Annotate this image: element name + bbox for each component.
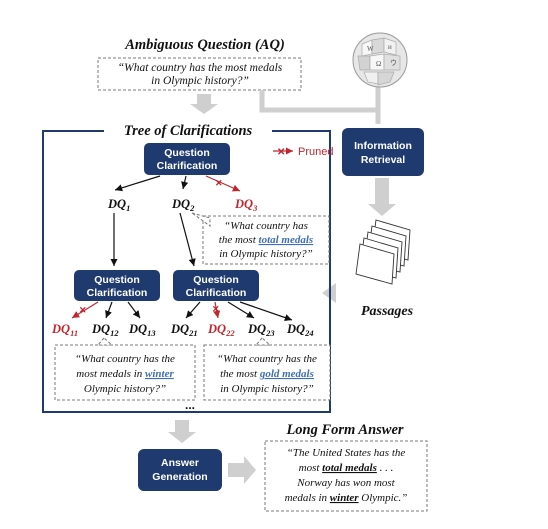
svg-text:Clarification: Clarification — [157, 160, 218, 172]
svg-text:“What country has the: “What country has the — [75, 353, 175, 365]
node-dq24: DQ24 — [286, 322, 314, 338]
pruned-mark-dq3: ✕ — [215, 178, 223, 188]
tree-title-bg — [104, 120, 272, 140]
svg-text:Olympic history?”: Olympic history?” — [84, 383, 166, 395]
svg-text:Answer: Answer — [161, 457, 199, 469]
edge-dq21 — [185, 301, 201, 319]
aq-text-line2: in Olympic history?” — [151, 75, 249, 87]
aq-box — [97, 57, 302, 91]
svg-text:“What country has: “What country has — [224, 220, 308, 232]
svg-text:Ω: Ω — [376, 60, 381, 68]
svg-text:Clarification: Clarification — [87, 287, 148, 299]
edge-dq2-qc — [179, 212, 196, 267]
tree-ellipsis: ... — [185, 398, 195, 412]
lfa-line1: “The United States has the — [287, 447, 406, 459]
svg-text:most medals in winter: most medals in winter — [76, 368, 174, 380]
lfa-box — [264, 440, 428, 512]
answer-to-lfa-arrow — [228, 456, 256, 484]
tree-to-answer-arrow — [168, 420, 196, 443]
retrieval-to-passages-arrow — [368, 178, 396, 216]
lfa-line4: medals in winter Olympic.” — [285, 492, 408, 504]
pruned-label: Pruned — [298, 146, 333, 158]
aq-to-tree-arrow — [190, 94, 218, 114]
callout-dq23: “What country has the the most gold meda… — [203, 337, 331, 401]
node-dq2: DQ2 — [171, 197, 195, 213]
node-dq23: DQ23 — [247, 322, 275, 338]
svg-text:in Olympic history?”: in Olympic history?” — [220, 383, 314, 395]
svg-text:“What country has the: “What country has the — [217, 353, 317, 365]
pruned-mark-dq11: ✕ — [79, 305, 87, 315]
pruned-mark-dq22: ✕ — [212, 304, 220, 314]
node-dq1: DQ1 — [107, 197, 130, 213]
question-clarification-dq2: Question Clarification — [173, 270, 259, 301]
node-dq3-pruned: DQ3 — [234, 197, 258, 213]
callout-dq2: “What country has the most total medals … — [191, 212, 330, 265]
svg-text:Question: Question — [164, 147, 210, 159]
aq-title: Ambiguous Question (AQ) — [124, 37, 285, 53]
passages-stack-icon — [355, 219, 411, 285]
svg-text:the most total medals: the most total medals — [219, 234, 313, 246]
svg-text:the most gold medals: the most gold medals — [220, 368, 314, 380]
svg-text:in Olympic history?”: in Olympic history?” — [219, 248, 313, 260]
node-dq11-pruned: DQ11 — [51, 322, 78, 338]
information-retrieval-box: Information Retrieval — [342, 128, 424, 176]
svg-text:Generation: Generation — [152, 471, 207, 483]
edge-dq13 — [127, 301, 141, 319]
edge-dq22-pruned — [213, 301, 221, 319]
edge-root-dq2 — [181, 175, 189, 190]
edge-dq12 — [105, 301, 113, 319]
callout-dq12: “What country has the most medals in win… — [54, 337, 196, 401]
node-dq22-pruned: DQ22 — [207, 322, 235, 338]
svg-text:и: и — [388, 43, 392, 51]
lfa-title: Long Form Answer — [285, 422, 403, 438]
svg-text:ウ: ウ — [390, 59, 397, 67]
passages-label: Passages — [361, 304, 414, 319]
edge-dq24 — [239, 301, 293, 322]
svg-text:W: W — [367, 45, 374, 53]
svg-text:Question: Question — [193, 274, 239, 286]
node-dq13: DQ13 — [128, 322, 156, 338]
svg-text:Clarification: Clarification — [186, 287, 247, 299]
information-retrieval-label-1: Information — [354, 140, 412, 152]
edge-dq23 — [227, 301, 255, 319]
aq-text-line1: “What country has the most medals — [118, 62, 283, 74]
question-clarification-root: Question Clarification — [144, 143, 230, 175]
lfa-line3: Norway has won most — [296, 477, 395, 489]
pruned-legend: ✕ Pruned — [273, 146, 333, 158]
node-dq21: DQ21 — [170, 322, 198, 338]
lfa-line2: most total medals . . . — [299, 462, 394, 474]
edge-root-dq1 — [114, 175, 161, 192]
edge-root-dq3-pruned — [205, 175, 241, 192]
information-retrieval-label-2: Retrieval — [361, 154, 405, 166]
node-dq12: DQ12 — [91, 322, 119, 338]
pruned-x-icon: ✕ — [277, 147, 285, 158]
edge-dq11-pruned — [71, 301, 99, 319]
svg-text:Question: Question — [94, 274, 140, 286]
answer-generation-box: Answer Generation — [138, 449, 222, 491]
question-clarification-dq1: Question Clarification — [74, 270, 160, 301]
tree-title: Tree of Clarifications — [124, 123, 253, 139]
wikipedia-globe-icon: W Ω и ウ — [352, 32, 408, 88]
